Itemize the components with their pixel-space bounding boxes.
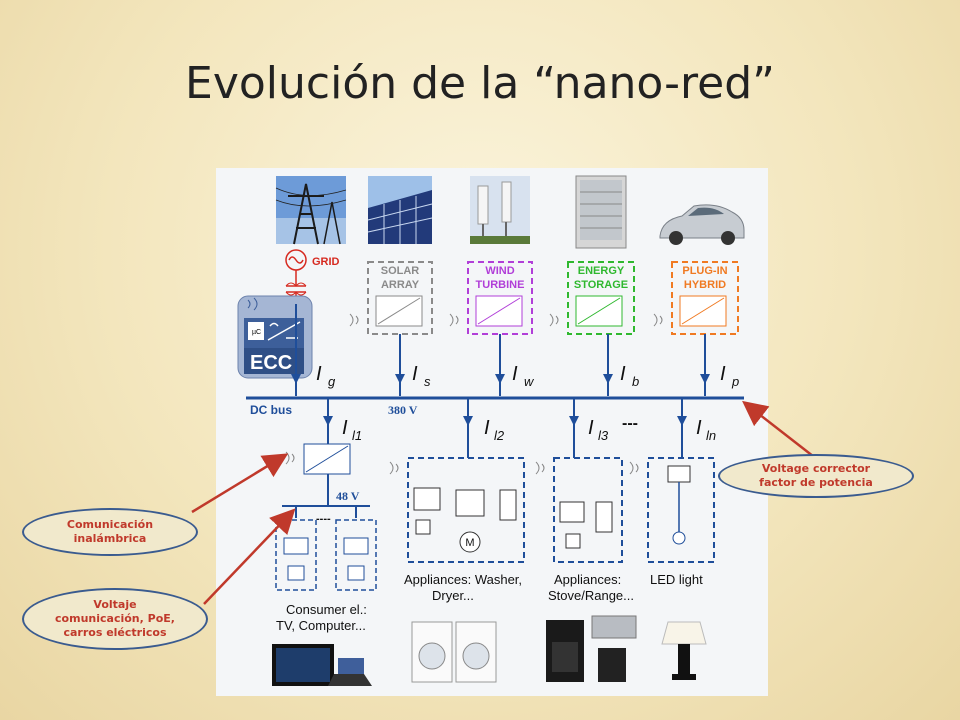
washer-label-1: Appliances: Washer, (404, 572, 522, 587)
consumer-label-2: TV, Computer... (276, 618, 366, 633)
stove-label-2: Stove/Range... (548, 588, 634, 603)
current-iln-sub: ln (706, 428, 716, 443)
wind-label-2: TURBINE (476, 279, 525, 291)
wind-label-1: WIND (485, 265, 514, 277)
hybrid-label-1: PLUG-IN (682, 265, 727, 277)
energy-storage-photo (575, 175, 627, 249)
current-iw-sub: w (524, 374, 535, 389)
solar-panel-photo (367, 176, 433, 244)
wind-turbine-box (449, 261, 533, 335)
current-iln: I (696, 417, 702, 439)
callout-wireless: Comunicación inalámbrica (22, 508, 198, 556)
current-il1-sub: l1 (352, 428, 362, 443)
grid-tower-photo (275, 176, 347, 245)
energy-storage-box (549, 261, 635, 335)
current-ip-sub: p (731, 374, 739, 389)
bus-ellipsis: --- (622, 415, 638, 432)
callout-voltage-line-2: comunicación, PoE, (55, 612, 175, 625)
solar-label-1: SOLAR (381, 265, 420, 277)
wind-turbine-photo (470, 176, 530, 244)
load-current-arrows (323, 416, 687, 426)
led-load-box (629, 457, 715, 563)
callout-wireless-line-2: inalámbrica (73, 532, 147, 545)
consumer-device-2 (335, 519, 377, 591)
callout-wireless-line-1: Comunicación (66, 518, 154, 531)
motor-label: M (465, 537, 474, 549)
current-is: I (412, 363, 418, 385)
current-ib-sub: b (632, 374, 639, 389)
consumer-label-1: Consumer el.: (286, 602, 367, 617)
current-ig: I (316, 363, 322, 385)
consumer-converter (285, 443, 351, 475)
current-is-sub: s (424, 374, 431, 389)
callout-voltage-line-3: carros eléctricos (63, 626, 167, 639)
current-il1: I (342, 417, 348, 439)
arrow-pfc (742, 400, 819, 461)
current-iw: I (512, 363, 518, 385)
ecc-text: ECC (250, 352, 292, 374)
current-ip: I (720, 363, 726, 385)
consumer-device-1 (275, 519, 317, 591)
storage-label-2: STORAGE (574, 279, 628, 291)
stove-label-1: Appliances: (554, 572, 621, 587)
source-feeders (295, 304, 706, 396)
slide-title: Evolución de la “nano-red” (185, 58, 775, 109)
callout-pfc-line-1: Voltage corrector (761, 462, 871, 475)
current-il2: I (484, 417, 490, 439)
bus-voltage-label: 380 V (388, 403, 418, 417)
led-label: LED light (650, 572, 703, 587)
ecc-block (237, 295, 313, 379)
stove-load-box (535, 457, 623, 563)
tv-computer-photo (272, 644, 372, 686)
callout-voltage-line-1: Voltaje (93, 598, 137, 611)
callout-voltage: Voltaje comunicación, PoE, carros eléctr… (22, 588, 208, 650)
current-il3-sub: l3 (598, 428, 609, 443)
arrow-voltage (203, 508, 296, 605)
nano-grid-diagram: GRID µC ECC SOLAR ARRAY WIND TURBINE ENE… (216, 168, 768, 696)
sub-bus-voltage: 48 V (336, 489, 360, 503)
ecc-uc-label: µC (252, 329, 261, 336)
plug-in-hybrid-car-photo (659, 204, 745, 245)
source-current-arrows (291, 374, 710, 384)
callout-pfc-line-2: factor de potencia (759, 476, 873, 489)
washer-dryer-photo (411, 621, 497, 683)
current-il3: I (588, 417, 594, 439)
current-il2-sub: l2 (494, 428, 505, 443)
current-ig-sub: g (328, 374, 336, 389)
solar-array-box (349, 261, 433, 335)
solar-label-2: ARRAY (381, 279, 420, 291)
washer-label-2: Dryer... (432, 588, 474, 603)
callout-pfc: Voltage corrector factor de potencia (718, 454, 914, 498)
grid-source-symbol (285, 249, 307, 304)
storage-label-1: ENERGY (578, 265, 625, 277)
arrow-wireless (191, 453, 289, 514)
hybrid-label-2: HYBRID (684, 279, 726, 291)
sub-bus-48v (282, 474, 370, 518)
dc-bus-label: DC bus (250, 403, 292, 417)
washer-load-box (389, 457, 525, 563)
sub-bus-ellipsis: ---- (316, 513, 331, 525)
lamp-photo (661, 621, 707, 680)
current-ib: I (620, 363, 626, 385)
grid-label: GRID (312, 256, 340, 268)
stove-microwave-photo (546, 615, 637, 682)
